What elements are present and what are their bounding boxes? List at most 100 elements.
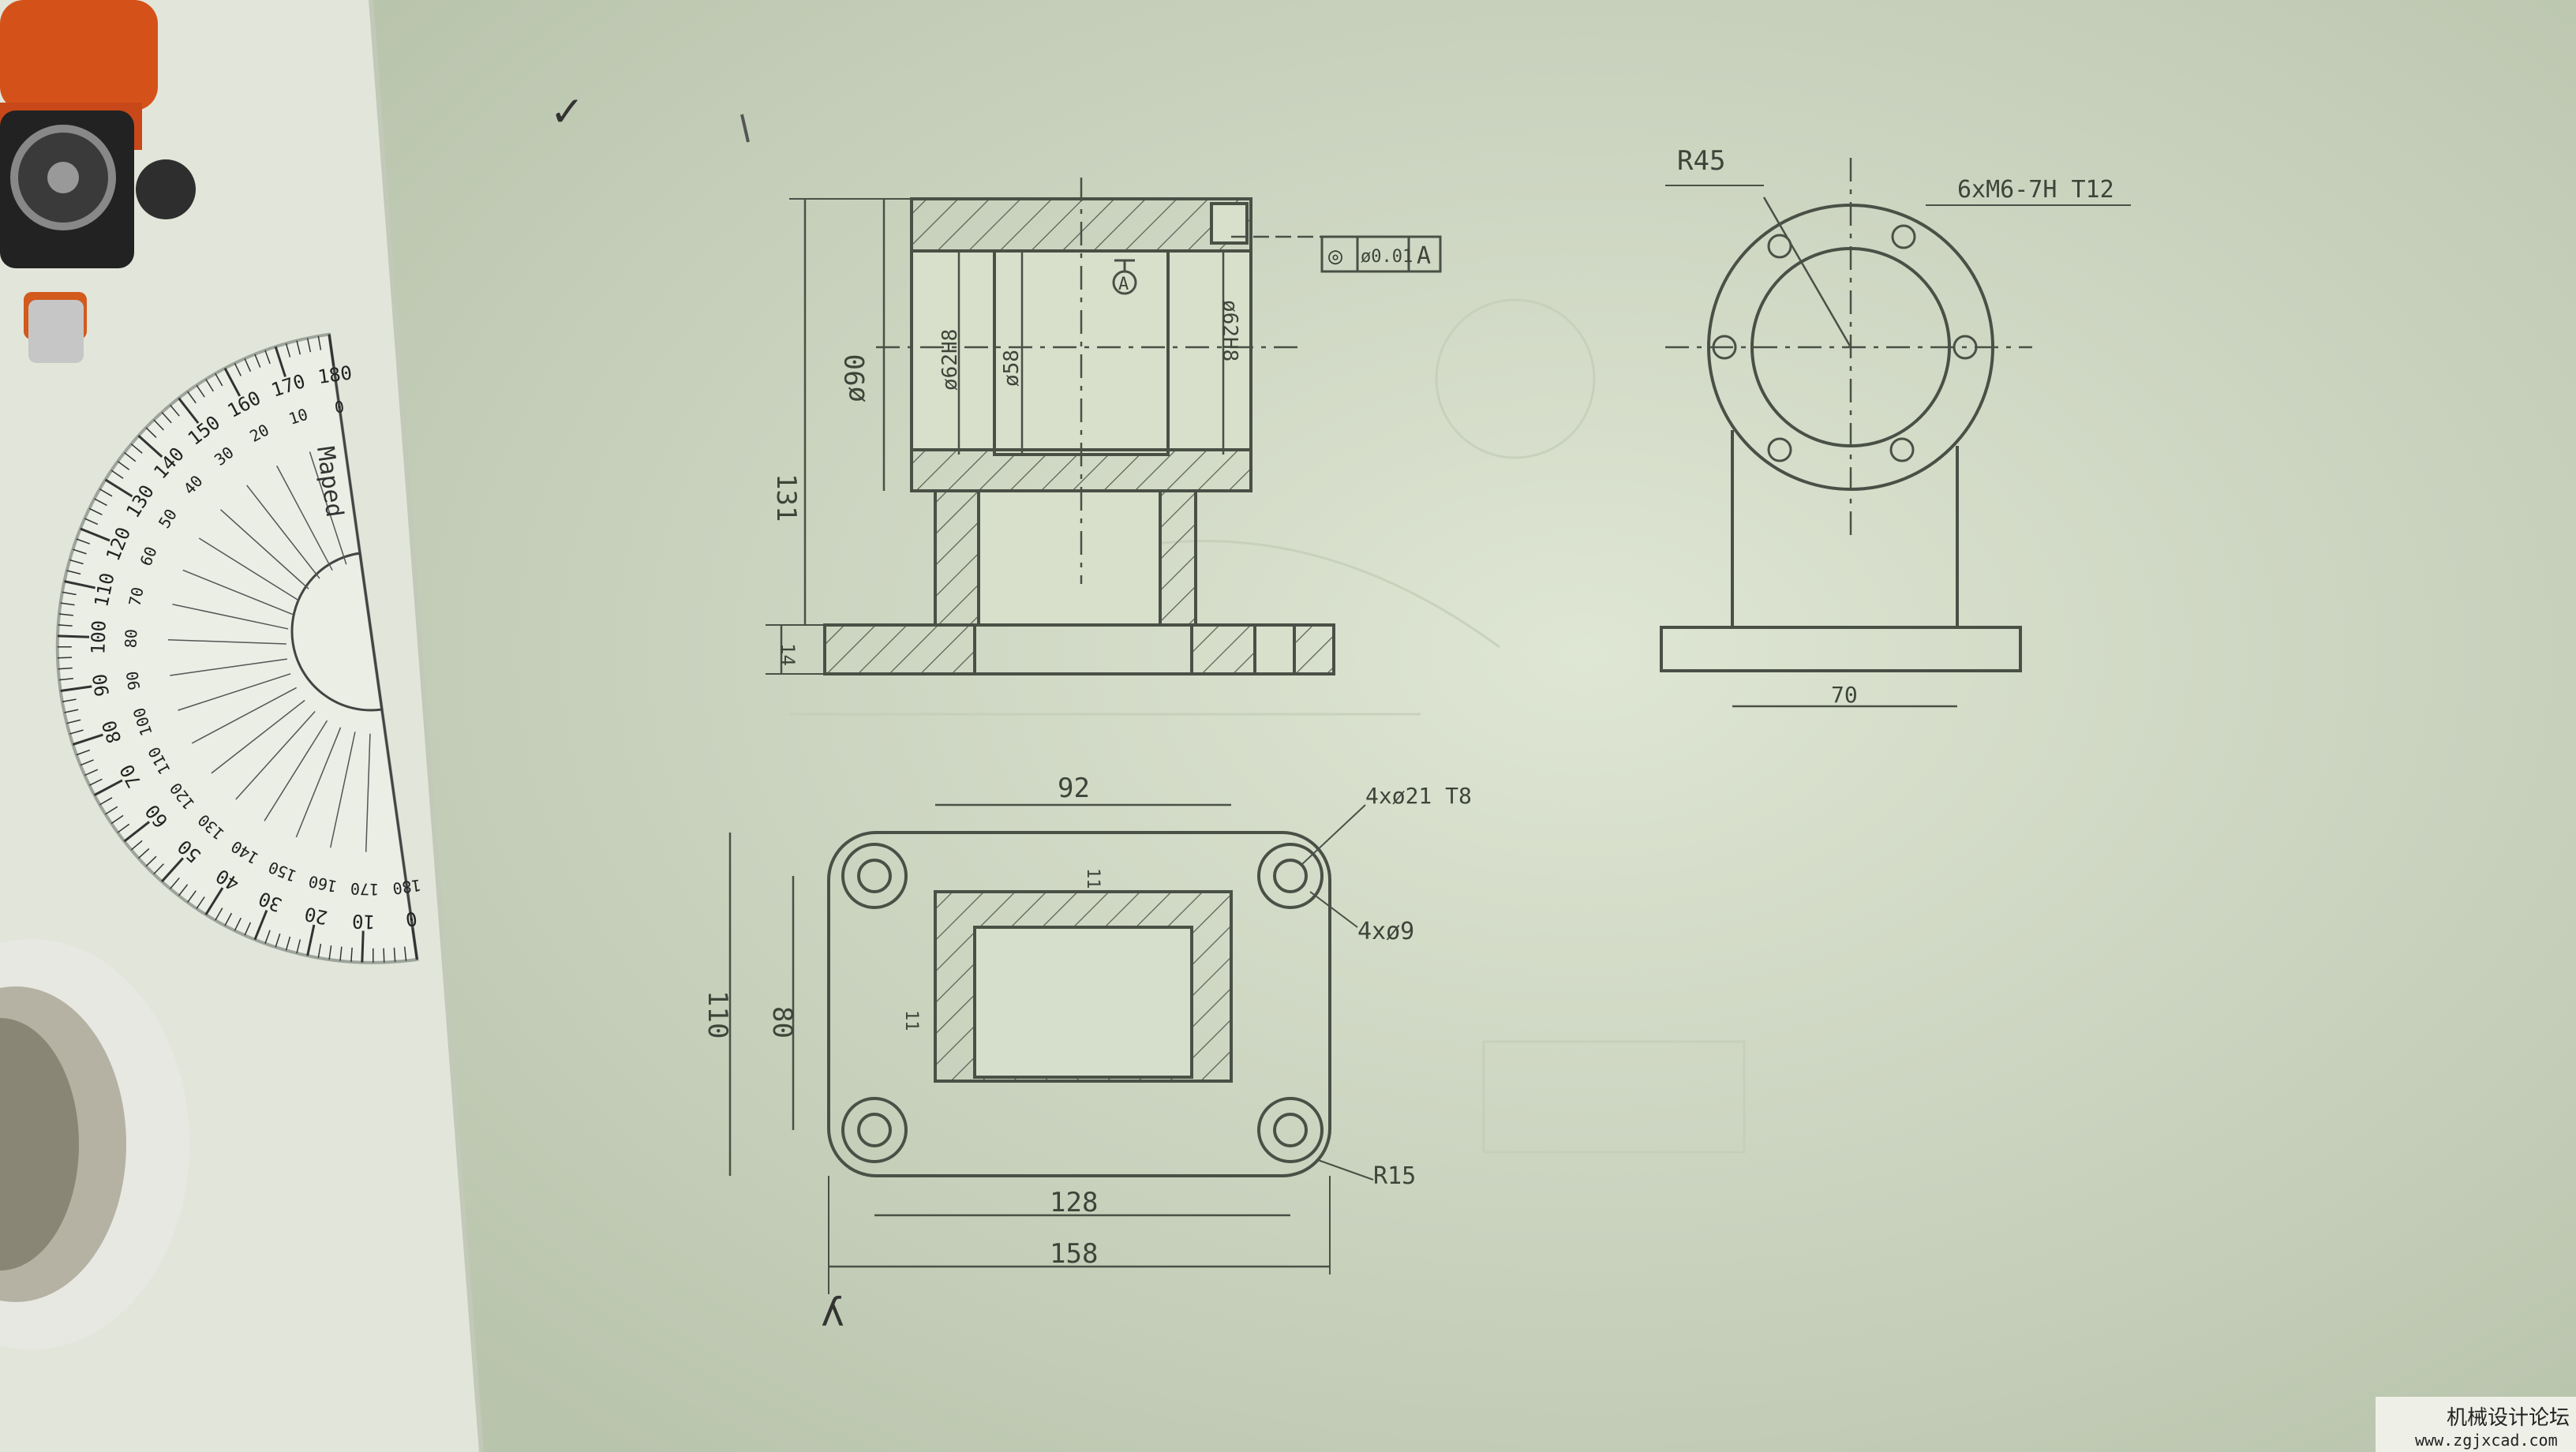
protractor-tick xyxy=(170,404,180,417)
protractor-tick xyxy=(215,373,223,387)
protractor-tick xyxy=(274,346,286,377)
dim-92: 92 xyxy=(1058,773,1090,804)
counterbore-icons xyxy=(841,843,1324,1163)
check-mark: ✓ xyxy=(552,83,581,138)
protractor-ray xyxy=(235,711,316,800)
protractor-tick xyxy=(110,470,124,479)
protractor-tick xyxy=(117,461,130,470)
protractor-tick xyxy=(296,340,301,355)
protractor-tick xyxy=(84,769,99,777)
protractor-tick xyxy=(57,634,90,638)
protractor-tick xyxy=(224,912,233,926)
protractor-tick xyxy=(60,685,92,692)
protractor-tick xyxy=(105,806,118,815)
orange-tool xyxy=(0,0,196,363)
protractor-tick xyxy=(64,580,95,589)
side-view-labels: R45 6xM6-7H T12 70 xyxy=(1677,145,2114,708)
protractor-ray xyxy=(220,509,309,589)
protractor-ray xyxy=(198,537,300,602)
protractor-tick xyxy=(223,367,242,397)
protractor-tick xyxy=(411,928,418,960)
protractor-ray xyxy=(365,733,371,852)
tolerance-symbol: ◎ xyxy=(1328,242,1342,270)
protractor-tick xyxy=(253,910,268,941)
dim-wall-top: 11 xyxy=(1083,868,1103,889)
protractor-tick xyxy=(76,538,91,544)
protractor-tick xyxy=(64,709,79,713)
protractor-ray xyxy=(170,658,287,676)
watermark-url: www.zgjxcad.com xyxy=(2415,1431,2558,1450)
protractor-tick xyxy=(137,435,163,458)
protractor-scale-label: 80 xyxy=(122,629,141,649)
side-view xyxy=(1660,158,2131,708)
protractor-tick xyxy=(124,451,137,462)
protractor-tick xyxy=(73,548,87,555)
protractor-ray xyxy=(167,638,286,645)
dim-128: 128 xyxy=(1050,1187,1098,1218)
protractor-tick xyxy=(296,939,301,954)
dim-outer-bore: ø90 xyxy=(840,354,871,402)
protractor-tick xyxy=(244,358,252,372)
watermark: 机械设计论坛 www.zgjxcad.com xyxy=(2376,1397,2576,1452)
protractor-ray xyxy=(264,720,328,821)
protractor-ray xyxy=(276,465,333,571)
protractor-tick xyxy=(178,884,189,896)
protractor-tick xyxy=(138,848,150,859)
hole-note: 4xø9 xyxy=(1357,918,1414,945)
protractor-tick xyxy=(234,917,242,931)
protractor-tick xyxy=(117,823,130,833)
protractor-tick xyxy=(306,924,316,956)
protractor-tick xyxy=(76,749,91,756)
protractor-scale-label: 10 xyxy=(352,910,376,933)
protractor-tick xyxy=(328,945,332,960)
protractor-tick xyxy=(383,948,385,963)
protractor-ticks xyxy=(57,334,418,963)
tolerance-datum: A xyxy=(1417,242,1431,270)
protractor-tick xyxy=(215,908,223,921)
protractor-scale-label: 90 xyxy=(88,672,114,698)
protractor-tick xyxy=(62,698,77,703)
protractor-tick xyxy=(393,947,396,962)
datum-label: A xyxy=(1118,275,1129,294)
protractor-tick xyxy=(196,896,205,909)
protractor-tick xyxy=(285,343,291,357)
protractor-tick xyxy=(328,334,335,366)
protractor-tick xyxy=(403,946,407,961)
protractor-tick xyxy=(72,733,103,746)
corner-radius: R15 xyxy=(1373,1162,1416,1190)
dim-bore-c: ø62H8 xyxy=(1218,300,1241,361)
protractor-tick xyxy=(69,729,84,735)
protractor-tick xyxy=(178,397,200,425)
protractor-ray xyxy=(172,604,289,630)
protractor-ray xyxy=(211,699,305,774)
protractor-tick xyxy=(123,821,151,843)
protractor-tick xyxy=(145,427,157,438)
protractor-tick xyxy=(339,946,343,961)
dim-158: 158 xyxy=(1050,1238,1098,1270)
dim-80: 80 xyxy=(766,1006,798,1038)
protractor-tick xyxy=(187,890,197,903)
dim-wall-left: 11 xyxy=(901,1010,921,1031)
protractor-tick xyxy=(69,559,84,565)
datum-circle-icon xyxy=(1112,270,1137,295)
protractor: 1801701601501401301201101009080706050403… xyxy=(55,332,422,964)
protractor-tick xyxy=(94,498,107,507)
protractor-tick xyxy=(275,933,281,948)
dim-14: 14 xyxy=(777,643,799,666)
front-view-labels: 131 14 ø90 ø62H8 ø58 ø62H8 A ◎ ø0.01 A xyxy=(770,242,1431,666)
protractor-tick xyxy=(187,391,197,404)
protractor-ray xyxy=(309,451,347,565)
protractor-tick xyxy=(317,943,322,958)
protractor-ray xyxy=(191,687,298,744)
protractor-tick xyxy=(88,507,103,516)
protractor-ray xyxy=(178,673,291,711)
protractor-tick xyxy=(285,936,291,951)
protractor-ray xyxy=(329,732,356,848)
dim-bore-a: ø62H8 xyxy=(938,329,962,391)
protractor-tick xyxy=(99,797,113,806)
protractor-tick xyxy=(58,657,73,659)
protractor-tick xyxy=(350,947,353,962)
top-view xyxy=(728,803,1374,1294)
protractor-tick xyxy=(130,840,143,851)
protractor-tick xyxy=(60,602,75,606)
